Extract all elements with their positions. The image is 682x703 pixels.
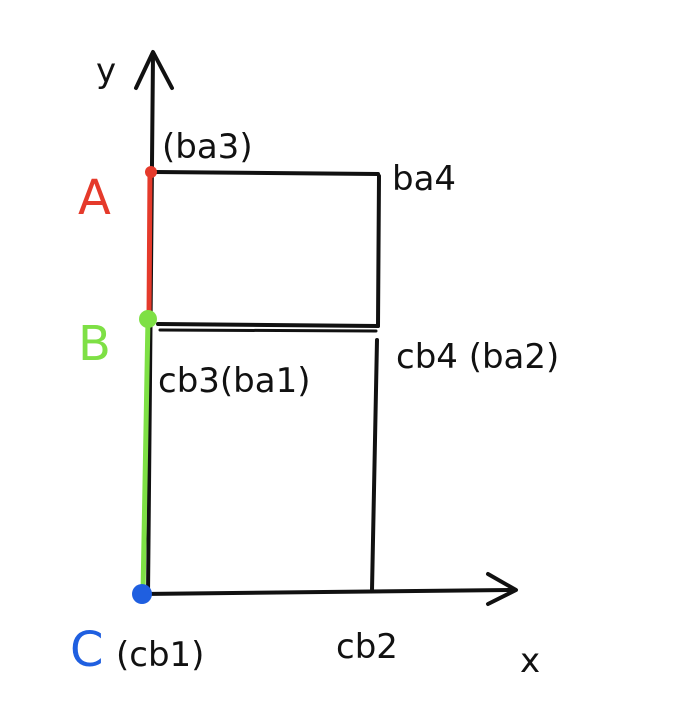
point-a-label: A (78, 170, 111, 226)
x-axis-arrowhead (486, 572, 518, 606)
y-axis-arrowhead (134, 50, 174, 90)
segment-a-b (146, 169, 153, 321)
middle-segment-upper (156, 322, 380, 328)
y-axis-label: y (96, 51, 116, 91)
label-cb2: cb2 (336, 627, 398, 667)
upper-right-segment (376, 174, 381, 328)
label-cb3: cb3(ba1) (158, 361, 311, 401)
label-ba3: (ba3) (162, 127, 253, 167)
x-axis-line (140, 588, 514, 596)
top-segment (153, 170, 380, 176)
label-cb4: cb4 (ba2) (396, 337, 559, 377)
point-c-dot (132, 584, 152, 604)
point-b-dot (139, 310, 157, 328)
point-b-label: B (78, 316, 111, 372)
middle-segment-lower (158, 328, 378, 333)
point-a-dot (145, 166, 157, 178)
x-axis-label: x (520, 641, 540, 681)
lower-right-segment (370, 338, 379, 592)
label-cb1: (cb1) (116, 635, 204, 675)
segment-b-c (140, 315, 151, 597)
point-c-label: C (70, 622, 104, 678)
label-ba4: ba4 (392, 159, 456, 199)
